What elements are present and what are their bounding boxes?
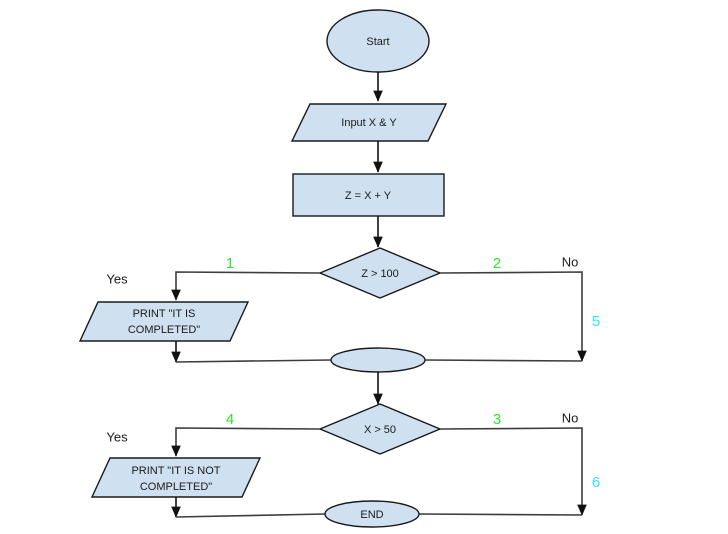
node-print1-line2: COMPLETED" xyxy=(128,324,200,336)
node-print2-line2: COMPLETED" xyxy=(140,481,212,493)
node-decision1-label: Z > 100 xyxy=(361,268,399,280)
edge-label-no-2: No xyxy=(562,410,579,425)
node-end-shape[interactable] xyxy=(324,500,420,528)
number-label-2: 2 xyxy=(493,255,501,272)
node-input-label: Input X & Y xyxy=(341,117,397,129)
node-decision2-shape[interactable] xyxy=(318,403,442,455)
node-input-shape[interactable] xyxy=(290,103,448,142)
number-label-6: 6 xyxy=(592,474,600,491)
number-label-3: 3 xyxy=(493,411,501,428)
edge-label-yes-2: Yes xyxy=(106,429,128,444)
number-label-1: 1 xyxy=(226,255,234,272)
edge-decision2-no xyxy=(439,427,587,516)
number-label-5: 5 xyxy=(592,313,600,330)
edge-merge-left-1 xyxy=(175,359,332,363)
node-connector-mid-shape[interactable] xyxy=(330,347,426,373)
edge-merge-right-1 xyxy=(424,359,583,362)
node-decision2-label: X > 50 xyxy=(364,424,396,436)
edge-decision1-no xyxy=(439,271,587,362)
node-print2-shape[interactable] xyxy=(90,457,262,498)
edge-merge-right-2 xyxy=(418,513,583,516)
node-end-label: END xyxy=(360,509,383,521)
node-print1-shape[interactable] xyxy=(78,301,250,342)
edge-decision1-yes xyxy=(171,271,321,301)
node-process-label: Z = X + Y xyxy=(345,190,392,202)
node-print1-line1: PRINT "IT IS xyxy=(133,308,196,320)
node-print2-line1: PRINT "IT IS NOT xyxy=(131,465,220,477)
node-decision1-shape[interactable] xyxy=(318,247,442,299)
edge-merge-left-2 xyxy=(175,513,326,518)
node-process-shape[interactable] xyxy=(292,173,445,217)
number-label-4: 4 xyxy=(226,411,234,428)
node-start-label: Start xyxy=(366,36,389,48)
edge-label-no-1: No xyxy=(562,254,579,269)
edge-label-yes-1: Yes xyxy=(106,271,128,286)
edge-decision2-yes xyxy=(171,427,321,457)
